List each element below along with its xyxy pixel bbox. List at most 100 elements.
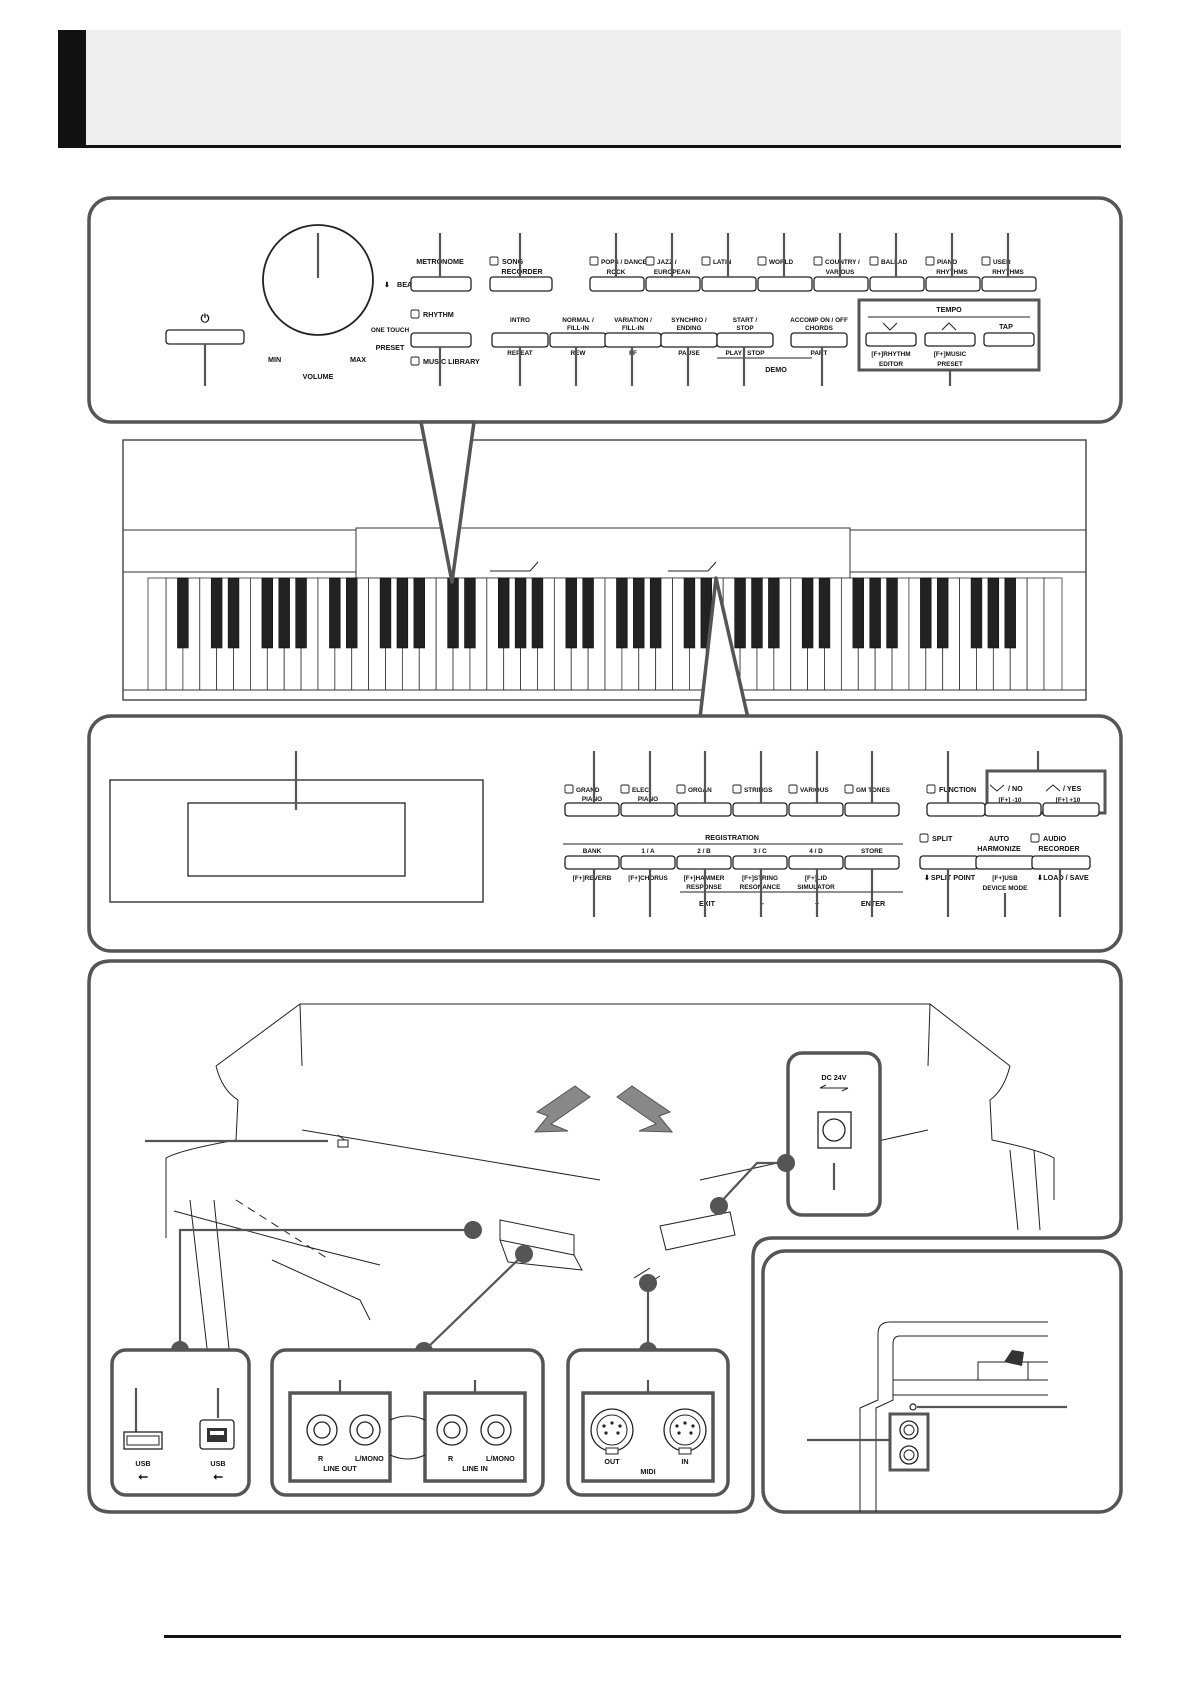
footer-rule xyxy=(164,1635,1121,1638)
rhythm-group-label: COUNTRY / xyxy=(825,259,860,266)
midi-out-port[interactable] xyxy=(590,1408,634,1455)
registration-button[interactable] xyxy=(620,855,676,870)
tempo-up-button[interactable] xyxy=(924,332,976,347)
rhythm-group-button[interactable] xyxy=(869,276,925,292)
tone-label-2: PIANO xyxy=(638,796,658,803)
tempo-label: TEMPO xyxy=(936,305,962,314)
rhythm-group-lamp xyxy=(701,256,711,266)
rhythm-lamp xyxy=(410,309,420,319)
black-key xyxy=(413,577,425,649)
black-key xyxy=(295,577,307,649)
function-button[interactable] xyxy=(926,802,986,817)
tone-button[interactable] xyxy=(564,802,620,817)
audio-recorder-label-1: AUDIO xyxy=(1043,834,1067,843)
auto-harmonize-button[interactable] xyxy=(975,855,1035,870)
black-key xyxy=(278,577,290,649)
control-panel: ⏻ MIN MAX VOLUME METRONOME BEAT ⬇ RHYTHM… xyxy=(87,196,1123,424)
registration-button[interactable] xyxy=(564,855,620,870)
accomp-button[interactable] xyxy=(491,332,549,348)
registration-button[interactable] xyxy=(788,855,844,870)
rhythm-group-button[interactable] xyxy=(925,276,981,292)
rhythm-group-button[interactable] xyxy=(701,276,757,292)
minus-ten-label: [F+] -10 xyxy=(999,797,1022,804)
one-touch-label: ONE TOUCH xyxy=(371,327,410,334)
registration-button[interactable] xyxy=(844,855,900,870)
tone-button[interactable] xyxy=(620,802,676,817)
volume-knob[interactable] xyxy=(262,224,374,336)
metronome-button[interactable] xyxy=(410,276,472,292)
registration-button[interactable] xyxy=(676,855,732,870)
rhythm-group-lamp xyxy=(869,256,879,266)
callout-lines-middle xyxy=(592,751,1062,917)
split-button[interactable] xyxy=(919,855,979,870)
line-in-jacks xyxy=(436,1414,512,1446)
volume-label: VOLUME xyxy=(303,372,334,381)
music-library-lamp xyxy=(410,356,420,366)
demo-label: DEMO xyxy=(765,365,787,374)
accomp-button[interactable] xyxy=(716,332,774,348)
black-key xyxy=(801,577,814,649)
power-button[interactable] xyxy=(165,329,245,345)
rhythm-group-label: PIANO xyxy=(937,259,957,266)
registration-label-top: 1 / A xyxy=(641,848,655,855)
rhythm-group-lamp xyxy=(645,256,655,266)
audio-recorder-label-2: RECORDER xyxy=(1038,844,1080,853)
audio-recorder-button[interactable] xyxy=(1031,855,1091,870)
no-button[interactable] xyxy=(984,802,1042,817)
line-in-l-label: L/MONO xyxy=(486,1454,515,1463)
song-recorder-label-1: SONG xyxy=(502,257,524,266)
connector-panel: DC 24V USB USB ⭠ ⭠ xyxy=(87,959,1123,1514)
rhythm-group-button[interactable] xyxy=(645,276,701,292)
black-key xyxy=(768,577,780,649)
accomp-label-top: ACCOMP ON / OFF xyxy=(790,317,848,324)
black-key xyxy=(633,577,645,649)
accomp-button[interactable] xyxy=(790,332,848,348)
accomp-button[interactable] xyxy=(660,332,718,348)
black-key xyxy=(987,577,1000,649)
tempo-up-icon xyxy=(941,322,957,331)
exit-label: EXIT xyxy=(699,899,716,908)
registration-button[interactable] xyxy=(732,855,788,870)
rhythm-group-button[interactable] xyxy=(813,276,869,292)
midi-in-label: IN xyxy=(681,1457,688,1466)
tone-button[interactable] xyxy=(844,802,900,817)
rhythm-group-label: USER xyxy=(993,259,1011,266)
song-recorder-lamp xyxy=(489,256,499,266)
rhythm-group-label: JAZZ / xyxy=(657,259,677,266)
midi-in-port[interactable] xyxy=(663,1408,707,1455)
rhythm-group-label: POPS / DANCE / xyxy=(601,259,651,266)
rhythm-button[interactable] xyxy=(410,332,472,348)
rhythm-group-button[interactable] xyxy=(589,276,645,292)
accomp-label-bottom: PLAY / STOP xyxy=(726,350,766,357)
rhythm-group-lamp xyxy=(589,256,599,266)
tone-button[interactable] xyxy=(788,802,844,817)
tap-button[interactable] xyxy=(983,332,1035,347)
tempo-down-button[interactable] xyxy=(865,332,917,347)
accomp-button[interactable] xyxy=(549,332,607,348)
yes-button[interactable] xyxy=(1042,802,1100,817)
black-key xyxy=(1004,577,1016,649)
auto-harmonize-label-2: HARMONIZE xyxy=(977,844,1021,853)
black-key xyxy=(649,577,662,649)
song-recorder-button[interactable] xyxy=(489,276,553,292)
line-out-label: LINE OUT xyxy=(323,1464,357,1473)
tone-label: ELEC xyxy=(632,787,649,794)
black-key xyxy=(920,577,932,649)
tone-button[interactable] xyxy=(676,802,732,817)
black-key xyxy=(582,577,594,649)
beat-shift-icon: ⬇ xyxy=(384,280,390,289)
accomp-label-top-2: STOP xyxy=(736,325,754,332)
rhythm-editor-label-2: EDITOR xyxy=(879,361,903,368)
black-key xyxy=(852,577,864,649)
tone-button[interactable] xyxy=(732,802,788,817)
accomp-button[interactable] xyxy=(604,332,662,348)
keyboard xyxy=(147,577,1063,691)
volume-min-label: MIN xyxy=(268,355,281,364)
rhythm-group-button[interactable] xyxy=(757,276,813,292)
accomp-label-top-2: FILL-IN xyxy=(567,325,589,332)
dc-in-label: DC 24V xyxy=(821,1073,846,1082)
rhythm-group-button[interactable] xyxy=(981,276,1037,292)
tone-label: ORGAN xyxy=(688,787,712,794)
